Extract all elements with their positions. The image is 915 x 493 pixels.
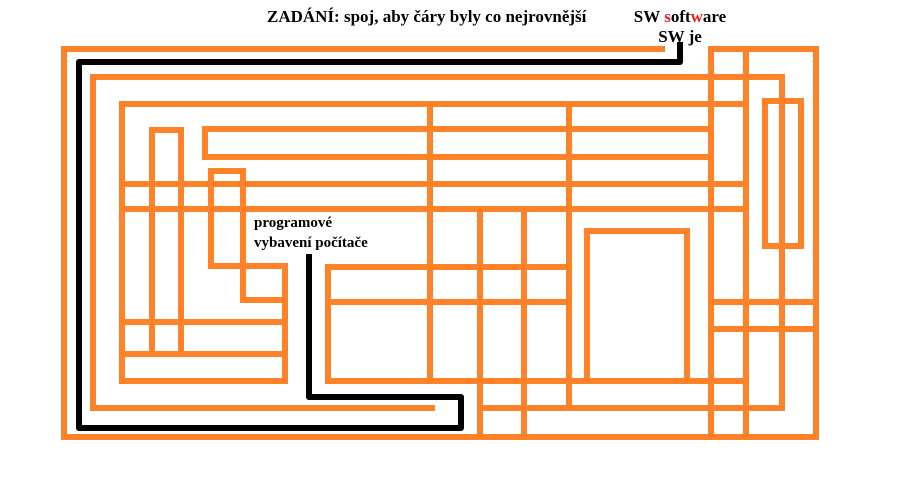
program-label-line2: vybavení počítače	[254, 235, 368, 251]
maze-line	[584, 228, 690, 384]
maze-rect	[762, 98, 804, 249]
sw-label: SW software SW je	[620, 7, 740, 47]
task-title: ZADÁNÍ: spoj, aby čáry byly co nejrovněj…	[267, 7, 587, 26]
sw-label-line2: SW je	[658, 27, 702, 46]
program-label-line1: programové	[254, 215, 333, 231]
maze-line	[90, 74, 785, 411]
maze-line	[61, 46, 819, 440]
sw-label-line1: SW software	[620, 7, 740, 27]
maze-line	[119, 101, 288, 384]
connector-line	[76, 42, 683, 431]
sw-text: are	[702, 7, 727, 26]
sw-text: SW	[633, 7, 665, 26]
sw-text: oft	[670, 7, 691, 26]
maze-line	[325, 264, 749, 384]
orange-maze	[61, 46, 819, 440]
highlight-w: w	[690, 7, 703, 26]
maze-line	[149, 127, 184, 357]
program-label: programové vybavení počítače	[254, 213, 368, 253]
maze-line	[202, 126, 714, 160]
highlight-s: s	[664, 7, 671, 26]
